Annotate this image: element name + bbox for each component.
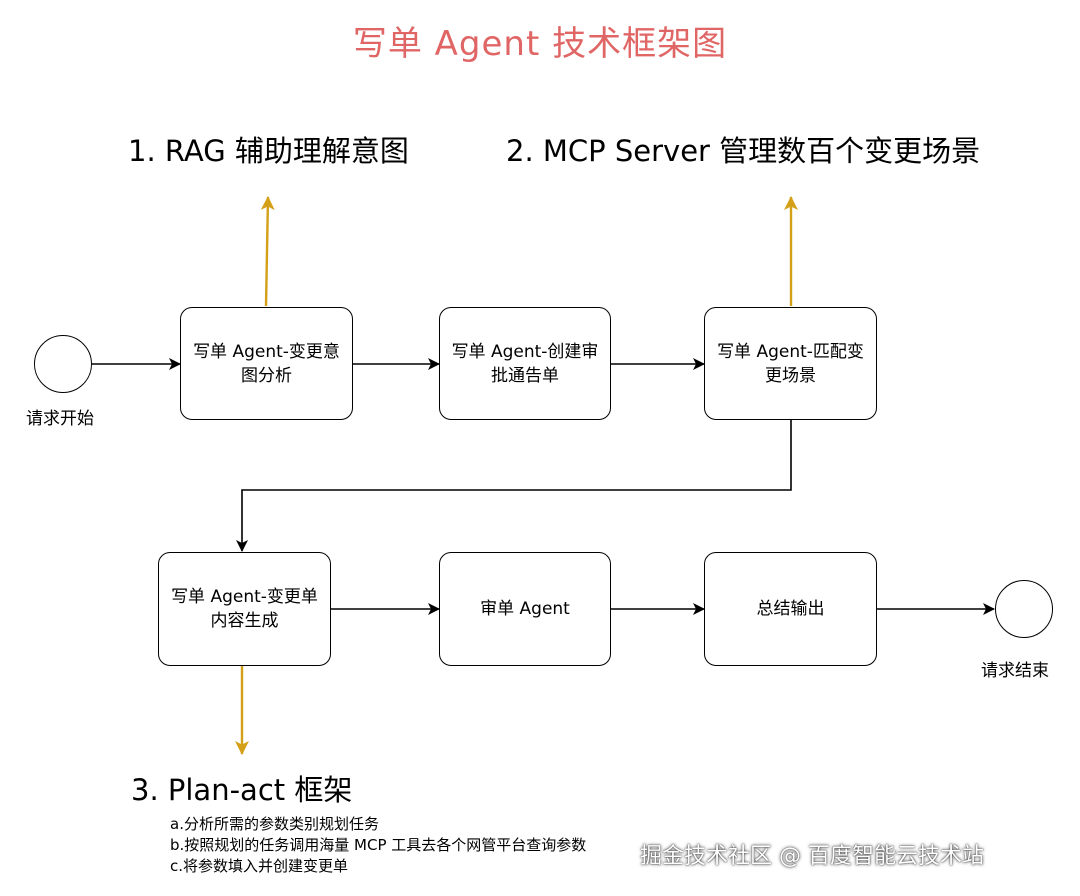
watermark: 掘金技术社区 @ 百度智能云技术站	[640, 844, 984, 869]
start-circle	[34, 335, 92, 393]
node-intent-analysis-line2: 图分析	[240, 365, 292, 386]
plan-act-step: a.分析所需的参数类别规划任务	[170, 815, 379, 833]
node-review-agent-label: 审单 Agent	[480, 599, 570, 619]
node-match-scenario-line2: 更场景	[764, 365, 816, 386]
node-summary-output: 总结输出	[704, 552, 877, 666]
node-match-scenario-line1: 写单 Agent-匹配变	[717, 341, 864, 362]
node-match-scenario: 写单 Agent-匹配变 更场景	[704, 307, 877, 420]
plan-act-step: b.按照规划的任务调用海量 MCP 工具去各个网管平台查询参数	[170, 836, 587, 854]
end-circle	[995, 580, 1053, 638]
node-summary-output-label: 总结输出	[756, 599, 825, 619]
heading-mcp: 2. MCP Server 管理数百个变更场景	[506, 134, 981, 168]
arrow-match-to-content	[236, 420, 792, 552]
node-content-generation-line1: 写单 Agent-变更单	[171, 587, 318, 607]
node-intent-analysis-line1: 写单 Agent-变更意	[193, 341, 340, 362]
node-content-generation-line2: 内容生成	[210, 611, 279, 631]
plan-act-step: c.将参数填入并创建变更单	[170, 857, 349, 875]
arrow-intent-to-rag	[260, 196, 275, 307]
node-review-agent: 审单 Agent	[439, 552, 611, 666]
node-create-approval-line2: 批通告单	[490, 365, 559, 386]
node-intent-analysis: 写单 Agent-变更意 图分析	[180, 307, 353, 420]
node-create-approval: 写单 Agent-创建审 批通告单	[439, 307, 611, 420]
heading-plan-act: 3. Plan-act 框架	[131, 773, 353, 807]
start-label: 请求开始	[26, 409, 94, 429]
plan-act-steps: a.分析所需的参数类别规划任务 b.按照规划的任务调用海量 MCP 工具去各个网…	[170, 814, 586, 877]
heading-rag: 1. RAG 辅助理解意图	[128, 134, 409, 168]
node-content-generation: 写单 Agent-变更单 内容生成	[158, 552, 331, 666]
end-label: 请求结束	[981, 661, 1049, 681]
diagram-title: 写单 Agent 技术框架图	[352, 24, 728, 64]
node-create-approval-line1: 写单 Agent-创建审	[451, 341, 599, 362]
